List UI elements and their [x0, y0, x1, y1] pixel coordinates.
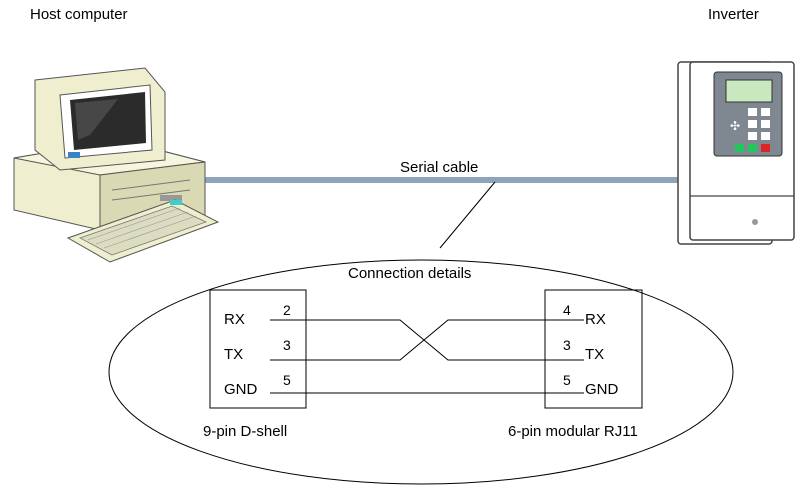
inverter-label: Inverter [708, 6, 759, 23]
right-pin-gnd: 5 [563, 372, 571, 388]
svg-text:✣: ✣ [730, 119, 740, 133]
right-pin-rx: 4 [563, 302, 571, 318]
wiring [270, 319, 584, 394]
cable-callout-line [439, 181, 496, 249]
right-pin-tx: 3 [563, 337, 571, 353]
right-signal-rx: RX [585, 311, 606, 328]
dshell-connector-box [209, 289, 307, 409]
left-pin-tx: 3 [283, 337, 291, 353]
left-pin-gnd: 5 [283, 372, 291, 388]
connection-details-label: Connection details [348, 265, 472, 282]
serial-cable-label: Serial cable [400, 159, 479, 176]
right-signal-gnd: GND [585, 381, 619, 398]
wire-tx-to-rx [270, 319, 584, 361]
left-pin-rx: 2 [283, 302, 291, 318]
left-signal-rx: RX [224, 311, 245, 328]
left-signal-tx: TX [224, 346, 244, 363]
rj11-connector-box [544, 289, 643, 409]
host-computer-icon [13, 67, 220, 263]
rj11-connector-name: 6-pin modular RJ11 [508, 423, 638, 440]
right-signal-tx: TX [585, 346, 605, 363]
host-computer-label: Host computer [30, 6, 128, 23]
wire-rx-to-tx [270, 319, 584, 361]
dshell-connector-name: 9-pin D-shell [203, 423, 288, 440]
inverter-icon: ✣ [677, 61, 795, 245]
connection-details-ellipse [108, 259, 734, 485]
left-signal-gnd: GND [224, 381, 258, 398]
